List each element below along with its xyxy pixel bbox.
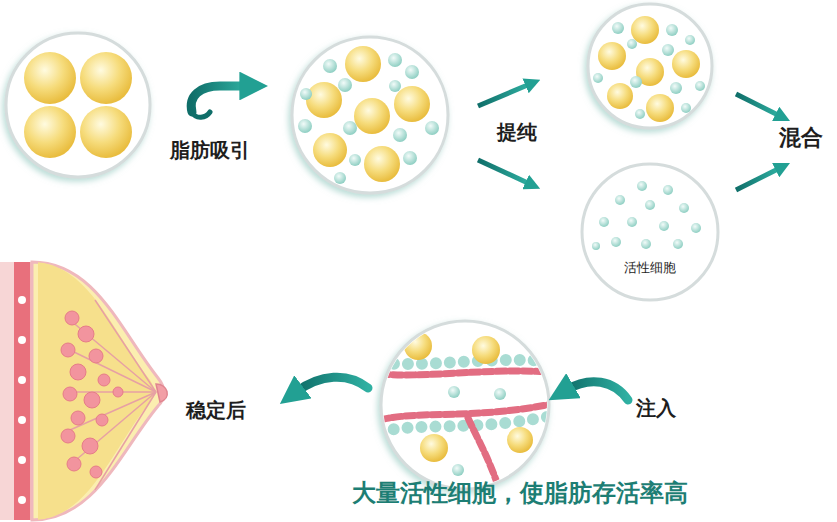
step-label: 注入 [636, 396, 676, 420]
step-label: 稳定后 [186, 398, 246, 422]
step-label: 提纯 [497, 120, 537, 144]
circle-outline [582, 164, 718, 300]
circle-outline [580, 162, 720, 302]
breast-illustration [0, 262, 167, 520]
purified-circle [588, 4, 712, 128]
cell-label: 活性细胞 [624, 260, 676, 276]
curved-arrow [296, 377, 368, 392]
curved-arrow [566, 382, 628, 400]
caption: 大量活性细胞，使脂肪存活率高 [352, 479, 688, 508]
merge-arrows [736, 94, 780, 190]
tissue-circle [380, 321, 552, 492]
step-label: 脂肪吸引 [170, 138, 250, 162]
fat-cell-circle [6, 33, 150, 177]
aspirate-circle [292, 37, 448, 193]
active-cell-dots [592, 181, 701, 250]
curved-arrow [191, 86, 248, 117]
step-label: 混合 [779, 125, 823, 151]
cell-circle: 活性细胞 [580, 162, 720, 302]
